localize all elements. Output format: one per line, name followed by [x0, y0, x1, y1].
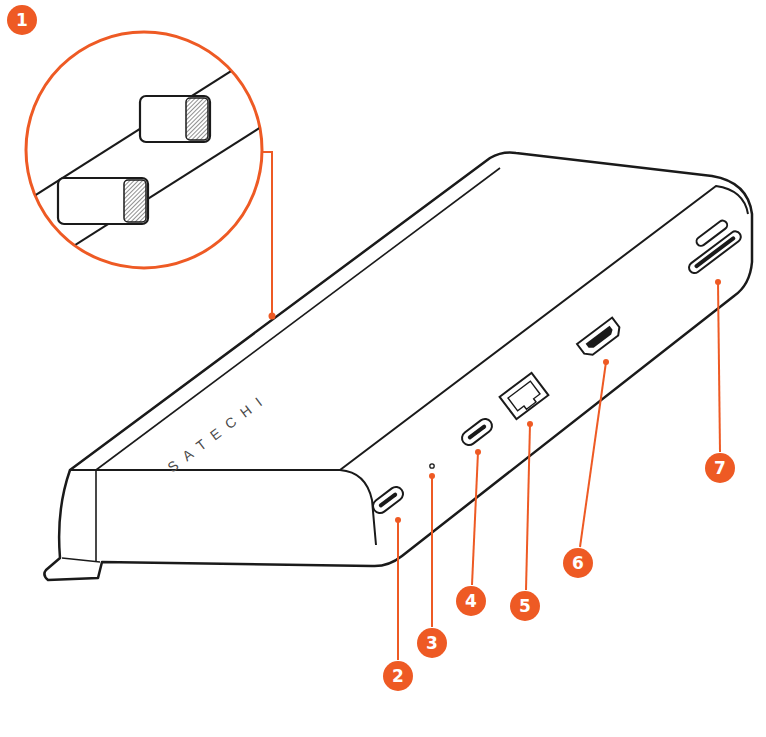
- callout-number: 5: [510, 591, 540, 621]
- leader-dot: [269, 313, 276, 320]
- hub-front-edge: [340, 186, 748, 470]
- leader-line: [526, 424, 530, 590]
- callout-number: 4: [456, 586, 486, 616]
- leader-dot: [715, 279, 721, 285]
- hub-body: [44, 153, 752, 580]
- leader-lines: [398, 282, 720, 660]
- leader-dot: [475, 449, 481, 455]
- hub-end-edge: [70, 470, 376, 545]
- leader-line: [472, 452, 478, 585]
- usb-c-plug: [140, 96, 210, 142]
- hub-clip-groove: [96, 168, 500, 470]
- leader-line: [262, 152, 272, 314]
- leader-dots: [269, 279, 722, 523]
- usb-c-port: [370, 484, 406, 516]
- brand-name: SATECHI: [165, 390, 271, 475]
- leader-dot: [429, 473, 435, 479]
- leader-line: [431, 476, 433, 627]
- callout-number: 2: [383, 661, 413, 691]
- leader-dot: [527, 421, 533, 427]
- hdmi-port: [577, 318, 623, 359]
- hub-end-seam: [95, 470, 97, 562]
- pin-hole: [430, 464, 434, 468]
- magnifier: [20, 32, 280, 280]
- leader-dot: [395, 517, 401, 523]
- leader-line: [580, 362, 606, 547]
- hub-clip: [62, 558, 100, 562]
- leader-line: [718, 282, 720, 452]
- ethernet-port: [500, 373, 549, 419]
- callout-number: 7: [705, 453, 735, 483]
- card-slots: [677, 216, 743, 275]
- usb-c-plug: [58, 178, 148, 224]
- callout-number: 1: [7, 5, 37, 35]
- callout-number: 3: [417, 628, 447, 658]
- hub-outline: [44, 153, 752, 580]
- leader-dot: [603, 359, 609, 365]
- callout-number: 6: [563, 548, 593, 578]
- usb-c-port: [459, 416, 495, 448]
- leader-line: [397, 520, 399, 660]
